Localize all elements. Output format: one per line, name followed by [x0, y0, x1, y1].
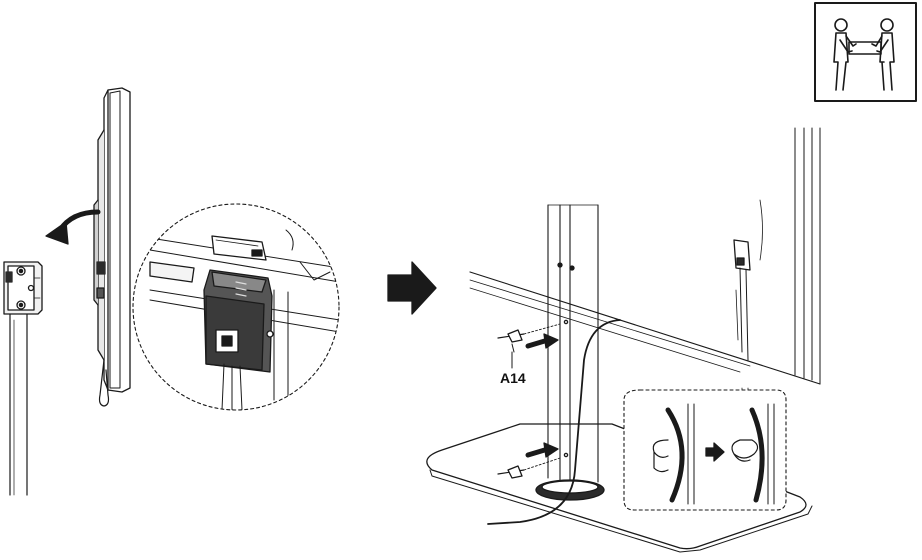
- bracket-detail-callout: [132, 203, 340, 411]
- clip-detail-callout: [623, 389, 787, 511]
- part-label-a14: A14: [500, 370, 526, 386]
- cable-clip-upper: [497, 323, 561, 353]
- cable-clip-lower: [497, 442, 561, 479]
- small-right-arrow-icon: [705, 442, 725, 462]
- power-cable: [487, 319, 621, 525]
- two-person-lift-icon: [814, 2, 917, 102]
- display-side-view: [93, 87, 131, 407]
- stand-bracket-side: [3, 261, 43, 496]
- curved-arrow-icon: [45, 209, 101, 245]
- right-arrow-icon: [387, 261, 437, 315]
- stand-base: [426, 423, 813, 553]
- display-rear: [469, 127, 821, 396]
